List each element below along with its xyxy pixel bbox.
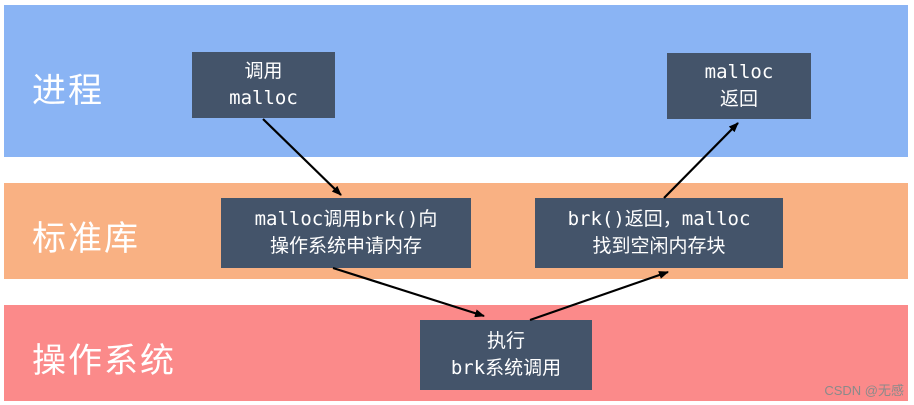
brk-returns-line-1: brk()返回，malloc xyxy=(567,208,751,231)
brk-returns-line-2: 找到空闲内存块 xyxy=(592,235,726,257)
arrow-lib-to-os xyxy=(332,266,485,318)
brk-returns-box: brk()返回，malloc 找到空闲内存块 xyxy=(535,198,783,268)
operating-system-band-label: 操作系统 xyxy=(32,341,176,381)
malloc-returns-line-1: malloc xyxy=(704,61,774,84)
process-band-label: 进程 xyxy=(32,71,104,111)
exec-brk-line-2: brk系统调用 xyxy=(450,357,562,379)
call-malloc-box: 调用 malloc xyxy=(192,52,335,118)
call-malloc-line-1: 调用 xyxy=(244,60,283,83)
arrow-os-to-lib xyxy=(529,270,669,322)
standard-library-band-label: 标准库 xyxy=(32,219,140,259)
malloc-returns-box: malloc 返回 xyxy=(667,53,811,119)
call-malloc-line-2: malloc xyxy=(229,87,298,109)
malloc-returns-line-2: 返回 xyxy=(719,88,758,110)
exec-brk-syscall-box: 执行 brk系统调用 xyxy=(420,320,592,390)
watermark: CSDN @无感 xyxy=(824,383,904,398)
exec-brk-line-1: 执行 xyxy=(486,330,525,353)
malloc-calls-brk-box: malloc调用brk()向 操作系统申请内存 xyxy=(221,198,471,268)
malloc-calls-brk-line-1: malloc调用brk()向 xyxy=(254,208,438,231)
arrow-call-to-lib xyxy=(262,118,342,196)
malloc-calls-brk-line-2: 操作系统申请内存 xyxy=(269,235,422,257)
arrow-lib-to-return xyxy=(663,122,739,199)
